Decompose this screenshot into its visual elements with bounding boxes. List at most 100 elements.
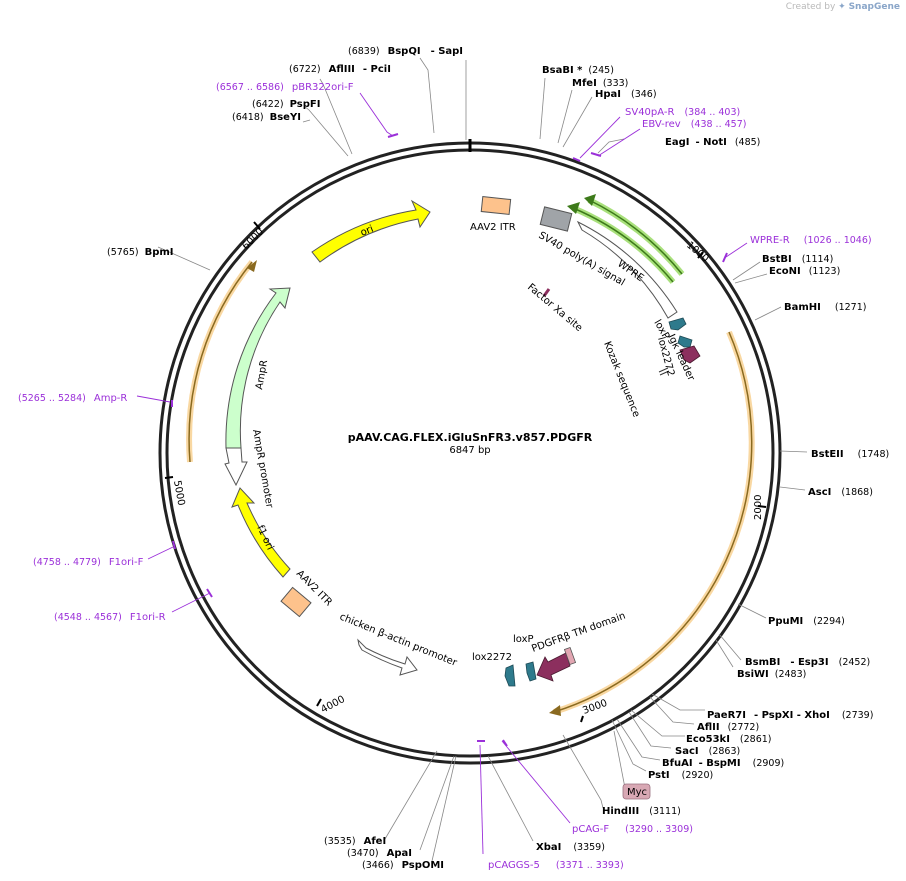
svg-text:BamHI(1271): BamHI(1271) <box>784 302 866 313</box>
site-saci-pos: (2863) <box>709 746 741 757</box>
svg-text:EagI- NotI(485): EagI- NotI(485) <box>665 137 760 148</box>
site-eagi-sep: - NotI <box>695 137 726 148</box>
label-lox2272-bottom: lox2272 <box>472 652 512 663</box>
orf-arc-right-glow <box>553 330 755 715</box>
svg-text:(6418)BseYI: (6418) BseYI <box>232 112 301 123</box>
loxp-top-feature <box>668 317 687 331</box>
svg-text:SacI(2863): SacI (2863) <box>675 746 740 757</box>
plasmid-size: 6847 bp <box>449 445 490 456</box>
site-eco53ki-name: Eco53kI <box>686 734 730 745</box>
site-hpai-name: HpaI <box>595 89 621 100</box>
credit-brand: SnapGene <box>848 2 900 12</box>
site-paer7i-pos: (2739) <box>842 710 874 721</box>
primer-f1orir-range: (4548 .. 4567) <box>54 612 122 623</box>
site-bamhi-pos: (1271) <box>835 302 867 313</box>
svg-text:BsmBI- Esp3I(2452): BsmBI- Esp3I(2452) <box>745 657 870 668</box>
site-xbai-pos: (3359) <box>573 842 605 853</box>
primer-pbr322-range: (6567 .. 6586) <box>216 82 284 93</box>
site-bsabi-pos: (245) <box>588 65 614 76</box>
orf-arc-right-head <box>549 705 561 716</box>
svg-text:BsaBI *(245): BsaBI * (245) <box>542 65 614 76</box>
lox2272-top-feature <box>677 335 693 348</box>
site-bfuai-pos: (2909) <box>753 758 785 769</box>
label-pdgfr: PDGFRβ TM domain <box>530 611 627 655</box>
svg-text:AscI(1868): AscI (1868) <box>808 487 873 498</box>
site-hindiii-pos: (3111) <box>649 806 681 817</box>
site-apai-name: ApaI <box>387 848 412 859</box>
site-afei-name: AfeI <box>364 836 387 847</box>
tick-4000: 4000 <box>316 694 347 716</box>
credit-prefix: Created by <box>785 2 836 12</box>
svg-text:(4758 .. 4779)F1ori-F: (4758 .. 4779)F1ori-F <box>33 557 144 568</box>
ori-feature <box>311 199 431 263</box>
myc-tag-box <box>622 783 651 800</box>
site-econi-name: EcoNI <box>769 266 801 277</box>
primer-ampr-range: (5265 .. 5284) <box>18 393 86 404</box>
svg-text:(4548 .. 4567)F1ori-R: (4548 .. 4567) F1ori-R <box>54 612 166 623</box>
label-kozak: Kozak sequence <box>601 340 641 419</box>
primer-ebv-range: (438 .. 457) <box>691 119 747 130</box>
svg-text:(3535)AfeI: (3535)AfeI <box>324 836 386 847</box>
orf-arc-left-head <box>247 260 257 272</box>
site-asci-name: AscI <box>808 487 831 498</box>
svg-text:SV40pA-R(384 .. 403): SV40pA-R(384 .. 403) <box>625 107 740 118</box>
kozak-feature <box>658 367 669 373</box>
tick-label-4000: 4000 <box>319 694 347 716</box>
svg-text:(3470)ApaI: (3470)ApaI <box>347 848 412 859</box>
site-psti-name: PstI <box>648 770 670 781</box>
site-saci-name: SacI <box>675 746 699 757</box>
svg-text:BsiWI(2483): BsiWI(2483) <box>737 669 806 680</box>
site-bfuai-name: BfuAI <box>662 758 693 769</box>
site-paer7i-name: PaeR7I <box>707 710 746 721</box>
itr-bottom-feature <box>280 586 312 618</box>
tick-2000: 2000 <box>753 495 767 520</box>
svg-text:Eco53kI(2861): Eco53kI (2861) <box>686 734 772 745</box>
tick-6000: 6000 <box>240 221 266 252</box>
tick-label-6000: 6000 <box>240 226 266 252</box>
site-aflii-name: AflII <box>697 722 720 733</box>
factor-xa-feature <box>542 288 551 297</box>
label-ori: ori <box>359 224 375 239</box>
lox2272-bottom-feature <box>504 664 516 687</box>
svg-text:(5265 .. 5284)Amp-R: (5265 .. 5284)Amp-R <box>18 393 127 404</box>
site-afliii-sep: - PciI <box>363 64 391 75</box>
site-bspqi-sep: - SapI <box>431 46 463 57</box>
site-bstbi-name: BstBI <box>762 254 792 265</box>
svg-text:PaeR7I- PspXI - XhoI(2739): PaeR7I- PspXI - XhoI(2739) <box>707 710 873 721</box>
site-mfei-pos: (333) <box>603 78 629 89</box>
site-bsmbi-pos: (2452) <box>839 657 871 668</box>
site-bseyi-name: BseYI <box>270 112 301 123</box>
site-leaders <box>157 57 808 862</box>
site-psti-pos: (2920) <box>682 770 714 781</box>
primer-ebv-name: EBV-rev <box>642 119 681 130</box>
site-aflii-pos: (2772) <box>728 722 760 733</box>
wpre-arc-outer-head <box>584 194 596 206</box>
site-bseyi-pos: (6418) <box>232 112 264 123</box>
primer-wpre-range: (1026 .. 1046) <box>804 235 872 246</box>
site-asci-pos: (1868) <box>841 487 873 498</box>
site-bsteii-pos: (1748) <box>858 449 890 460</box>
svg-text:PpuMI(2294): PpuMI(2294) <box>768 616 845 627</box>
tick-5000: 5000 <box>164 476 186 507</box>
ampr-promoter-feature <box>224 447 248 487</box>
svg-text:pCAGGS-5(3371 .. 3393): pCAGGS-5(3371 .. 3393) <box>488 860 624 871</box>
site-afliii-name: AflIII <box>329 64 355 75</box>
site-bspqi-name: BspQI <box>388 46 421 57</box>
site-bsabi-name: BsaBI * <box>542 65 583 76</box>
wpre-feature <box>576 220 678 319</box>
svg-text:HpaI(346): HpaI(346) <box>595 89 657 100</box>
svg-text:BfuAI- BspMI(2909): BfuAI- BspMI(2909) <box>662 758 784 769</box>
svg-text:HindIII(3111): HindIII(3111) <box>602 806 681 817</box>
tick-label-2000: 2000 <box>753 495 764 520</box>
f1ori-feature <box>231 487 291 578</box>
site-bsiwi-name: BsiWI <box>737 669 769 680</box>
label-ampr-promoter: AmpR promoter <box>250 429 275 510</box>
wpre-arc-inner-line <box>572 207 674 283</box>
loxp-bottom-feature <box>525 661 537 682</box>
site-bsmbi-sep: - Esp3I <box>790 657 828 668</box>
site-eco53ki-pos: (2861) <box>740 734 772 745</box>
primer-f1orir-name: F1ori-R <box>130 612 166 623</box>
site-bsteii-name: BstEII <box>811 449 844 460</box>
label-loxp-bottom: loxP <box>513 634 534 645</box>
